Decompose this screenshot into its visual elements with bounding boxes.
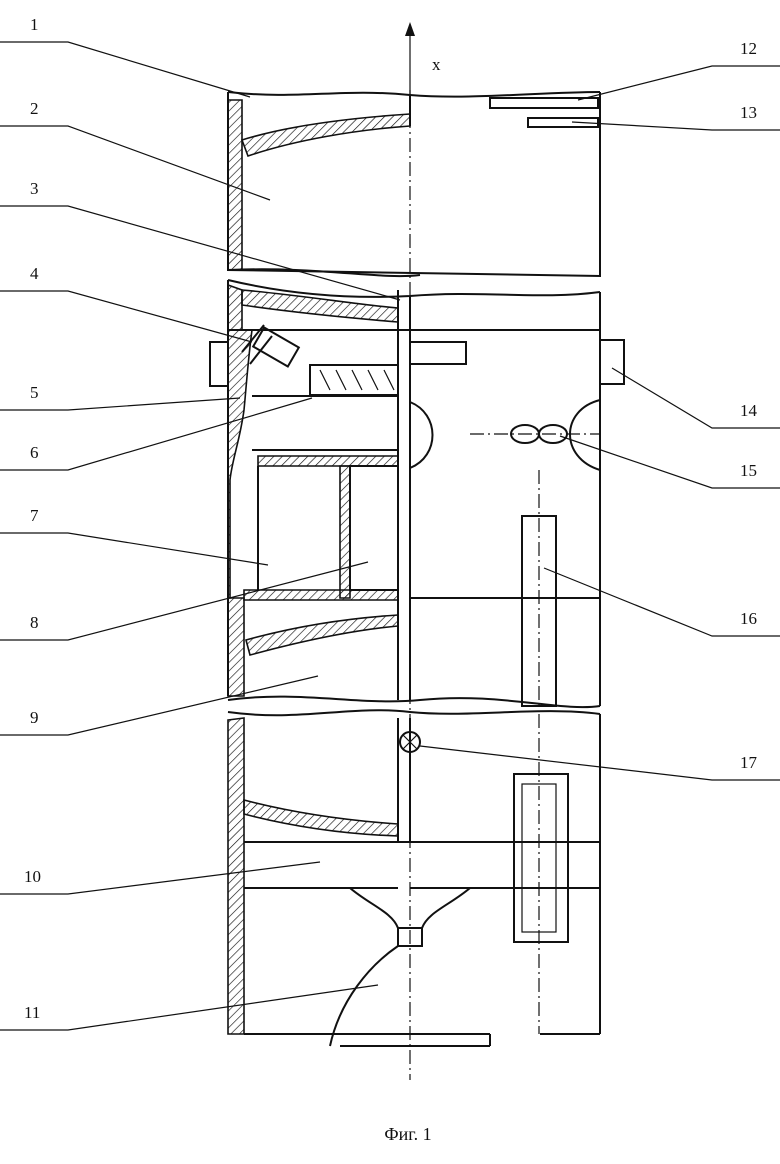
knob-14 bbox=[600, 340, 624, 384]
label-15: 15 bbox=[740, 461, 757, 480]
label-9: 9 bbox=[30, 708, 39, 727]
label-10: 10 bbox=[24, 867, 41, 886]
middle-section bbox=[210, 280, 624, 707]
label-8: 8 bbox=[30, 613, 39, 632]
label-17: 17 bbox=[740, 753, 758, 772]
label-4: 4 bbox=[30, 264, 39, 283]
axis-x-label: x bbox=[432, 55, 441, 74]
heater-6 bbox=[310, 365, 398, 395]
label-11: 11 bbox=[24, 1003, 40, 1022]
label-7: 7 bbox=[30, 506, 39, 525]
label-2: 2 bbox=[30, 99, 39, 118]
label-6: 6 bbox=[30, 443, 39, 462]
leaders bbox=[0, 42, 780, 1030]
label-14: 14 bbox=[740, 401, 758, 420]
top-section bbox=[228, 92, 600, 276]
label-1: 1 bbox=[30, 15, 39, 34]
label-16: 16 bbox=[740, 609, 757, 628]
top-deflector bbox=[242, 114, 410, 156]
knob-left bbox=[210, 342, 228, 386]
label-3: 3 bbox=[30, 179, 39, 198]
wall-5 bbox=[228, 330, 252, 598]
label-13: 13 bbox=[740, 103, 757, 122]
nozzle-4 bbox=[253, 327, 299, 366]
label-5: 5 bbox=[30, 383, 39, 402]
figure-caption: Фиг. 1 bbox=[384, 1124, 431, 1144]
label-12: 12 bbox=[740, 39, 757, 58]
rail bbox=[410, 342, 466, 364]
labels: 1 2 3 4 5 6 7 8 9 10 11 12 13 14 15 16 1… bbox=[24, 15, 758, 1144]
